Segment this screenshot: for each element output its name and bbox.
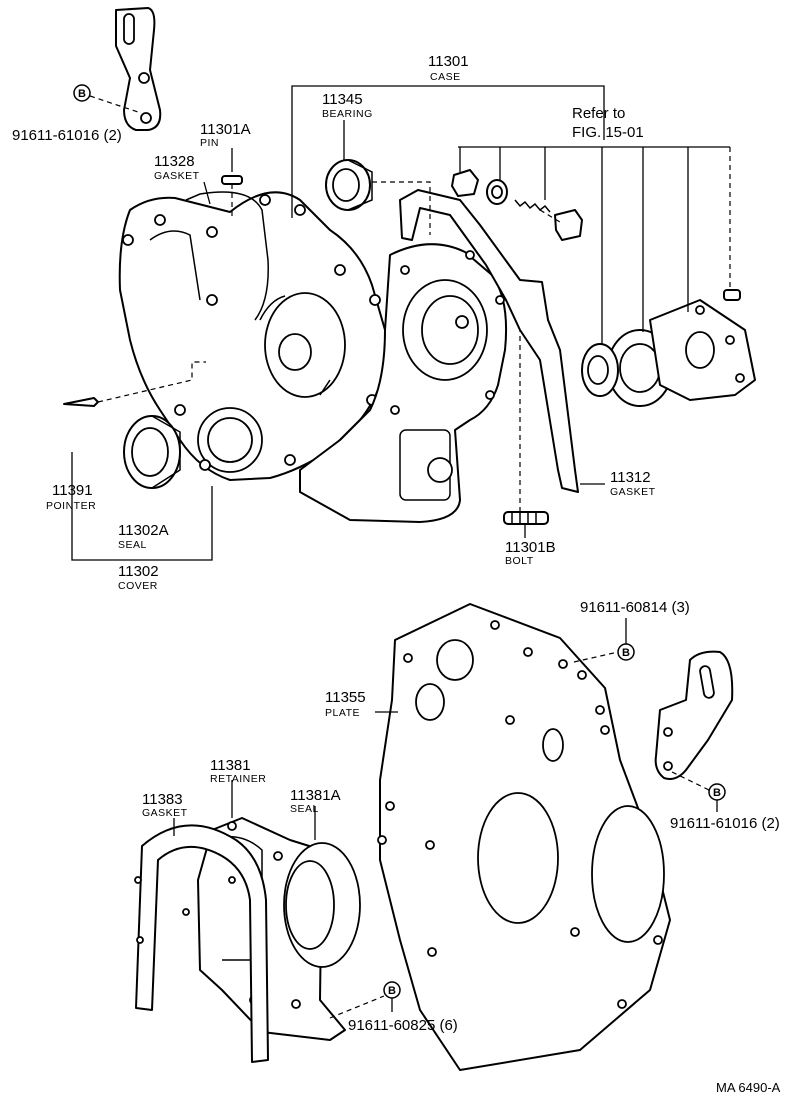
bearing-part [325,159,373,211]
bolt-name: BOLT [505,555,534,567]
gasket-bottom-number: 11383 [142,791,183,808]
gasket-top-number: 11328 [154,153,195,170]
case-name: CASE [430,71,461,83]
bracket-right [654,650,734,780]
bearing-name: BEARING [322,108,373,120]
bolt-part [503,511,549,525]
pointer-name: POINTER [46,500,96,512]
front-seal-part [123,415,181,489]
retainer-name: RETAINER [210,773,266,785]
bolt-plate-top-label: 91611-60814 (3) [580,599,690,616]
gasket-right-number: 11312 [610,469,651,486]
plate-number: 11355 [325,689,366,706]
retainer-number: 11381 [210,757,251,774]
cover-number: 11302 [118,563,159,580]
gasket-bottom-part [134,824,269,1063]
pin-name: PIN [200,137,219,149]
bolt-number: 11301B [505,539,556,556]
seal-front-number: 11302A [118,522,169,539]
gasket-top-part [185,191,269,321]
end-plate-part [377,603,671,1071]
pin-number: 11301A [200,121,251,138]
gasket-right-part [399,189,579,493]
seal-rear-number: 11381A [290,787,341,804]
plate-name: PLATE [325,707,360,719]
gasket-bottom-name: GASKET [142,807,188,819]
bolt-right-label: 91611-61016 (2) [670,815,780,832]
seal-front-name: SEAL [118,539,147,551]
pointer-part [63,397,99,407]
oil-pump-parts [451,169,756,407]
bolt-bottom-label: 91611-60825 (6) [348,1017,458,1034]
retainer-part [197,817,361,1041]
bearing-number: 11345 [322,91,363,108]
bolt-marker-top-left [73,84,91,102]
bolt-marker-bottom-letter: B [388,985,396,997]
pin-part [221,175,243,185]
engine-case-part [299,243,508,523]
case-number: 11301 [428,53,469,70]
bracket-top-left [115,7,162,131]
bolt-marker-right-letter: B [713,787,721,799]
bolt-marker-top-left-letter: B [78,88,86,100]
refer-leader [458,146,730,345]
cover-name: COVER [118,580,158,592]
bolt-marker-plate-letter: B [622,647,630,659]
bolt-top-left-label: 91611-61016 (2) [12,127,122,144]
gasket-top-name: GASKET [154,170,200,182]
refer-line2: FIG. 15-01 [572,124,644,141]
pointer-number: 11391 [52,482,93,499]
gasket-right-name: GASKET [610,486,656,498]
refer-line1: Refer to [572,105,625,122]
drawing-code: MA 6490-A [716,1080,781,1095]
seal-rear-name: SEAL [290,803,319,815]
